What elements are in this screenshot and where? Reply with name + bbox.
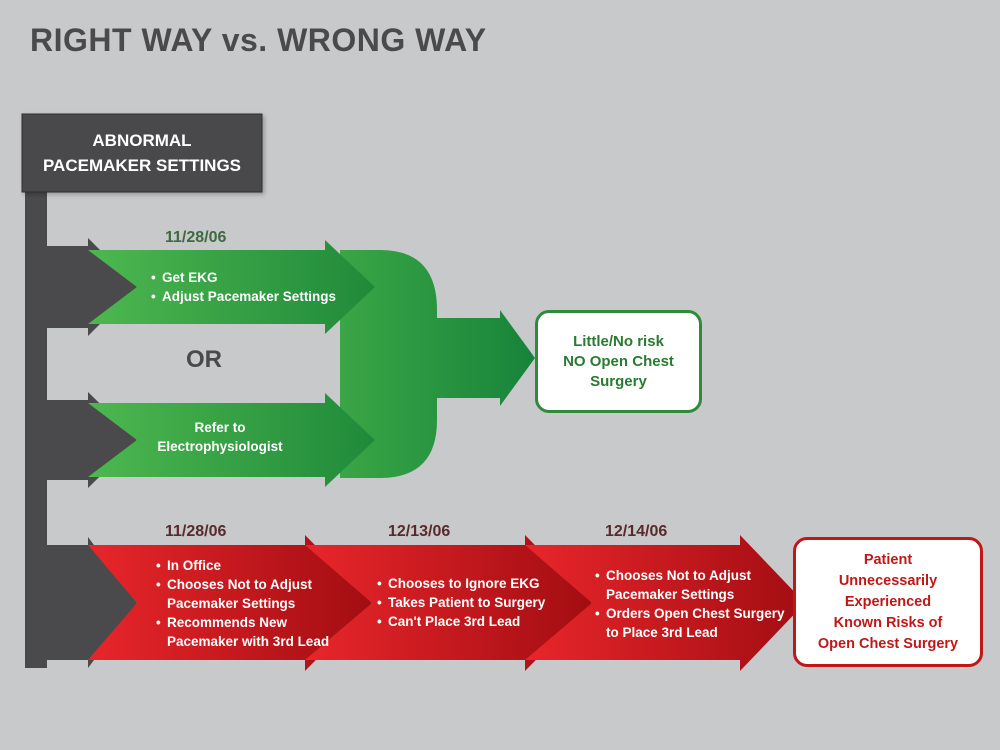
step-item: Can't Place 3rd Lead (377, 612, 545, 631)
trunk-arrow-2 (47, 392, 137, 488)
step-item-cont: Pacemaker with 3rd Lead (167, 634, 330, 649)
trunk-arrow-3 (47, 537, 137, 668)
step-item: Recommends New (156, 613, 329, 632)
wrong-way-date-1: 11/28/06 (165, 523, 227, 540)
green-arrow-bottom (88, 393, 375, 487)
right-way-option-a: Get EKG Adjust Pacemaker Settings (151, 268, 336, 306)
step-item-cont: Pacemaker Settings (167, 596, 296, 611)
step-item: Orders Open Chest Surgery (595, 604, 785, 623)
wrong-way-step-2-list: Chooses to Ignore EKG Takes Patient to S… (377, 574, 545, 631)
trunk-arrow-1 (47, 238, 137, 336)
step-item-cont: Pacemaker Settings (606, 587, 735, 602)
option-a-item: Adjust Pacemaker Settings (151, 287, 336, 306)
step-item-cont: to Place 3rd Lead (606, 625, 718, 640)
abnormal-settings-box: ABNORMAL PACEMAKER SETTINGS (22, 114, 262, 192)
or-label: OR (186, 346, 222, 373)
step-item: Takes Patient to Surgery (377, 593, 545, 612)
good-outcome-box: Little/No risk NO Open Chest Surgery (535, 310, 702, 413)
wrong-way-date-3: 12/14/06 (605, 523, 668, 540)
page-title: RIGHT WAY vs. WRONG WAY (30, 22, 487, 58)
bad-outcome-box: Patient Unnecessarily Experienced Known … (793, 537, 983, 667)
green-merge-connector (340, 250, 535, 478)
abnormal-settings-label: ABNORMAL PACEMAKER SETTINGS (42, 131, 242, 175)
step-item: In Office (156, 556, 329, 575)
step-item: Chooses Not to Adjust (156, 575, 329, 594)
trunk-bar (25, 188, 47, 668)
step-item: Chooses Not to Adjust (595, 566, 785, 585)
header-box-bg (21, 113, 263, 193)
wrong-way-date-2: 12/13/06 (388, 523, 451, 540)
wrong-way-step-3-list: Chooses Not to Adjust Pacemaker Settings… (595, 566, 785, 642)
right-way-option-b: Refer to Electrophysiologist (157, 420, 283, 454)
right-way-date: 11/28/06 (165, 229, 227, 246)
step-item: Chooses to Ignore EKG (377, 574, 545, 593)
option-a-item: Get EKG (151, 268, 336, 287)
wrong-way-step-1-list: In Office Chooses Not to Adjust Pacemake… (156, 556, 329, 651)
